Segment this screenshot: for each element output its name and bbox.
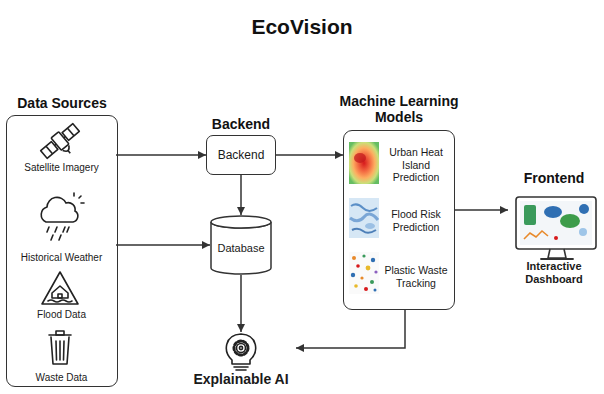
database-cylinder: Database xyxy=(210,215,272,275)
node-label: Explainable AI xyxy=(193,371,288,388)
model-item: Flood Risk Prediction xyxy=(380,195,452,247)
connector-arrow xyxy=(240,275,242,332)
node-label: Waste Data xyxy=(36,372,88,384)
process-box: BackendBackend xyxy=(206,135,276,175)
flood-map-thumbnail xyxy=(349,198,379,238)
group-panel: Machine Learning ModelsUrban Heat Island… xyxy=(343,130,455,310)
frontend-node: FrontendInteractive Dashboard xyxy=(508,190,600,288)
node-label: Database xyxy=(217,234,264,255)
flood-icon xyxy=(42,272,78,304)
explainable-ai-node: Explainable AI xyxy=(186,332,296,390)
group-heading: Machine Learning Models xyxy=(332,93,467,125)
connector-arrow xyxy=(455,209,508,211)
node-label: Urban Heat Island Prediction xyxy=(380,146,452,184)
dashboard-monitor-icon xyxy=(516,197,596,259)
model-item: Plastic Waste Tracking xyxy=(380,249,452,305)
data-source-item: Satellite Imagery xyxy=(7,121,116,176)
connector-arrow xyxy=(116,154,206,156)
connector-arrow xyxy=(276,154,343,156)
group-heading: Data Sources xyxy=(0,95,127,111)
node-label: Flood Data xyxy=(37,309,86,321)
connector-arrow xyxy=(296,310,405,348)
node-label: Backend xyxy=(218,148,265,162)
node-label: Interactive Dashboard xyxy=(512,260,596,286)
connector-arrow xyxy=(240,175,242,215)
cylinder-top xyxy=(211,216,271,228)
satellite-icon xyxy=(39,121,87,166)
trash-icon xyxy=(49,331,71,364)
data-source-item: Historical Weather xyxy=(7,184,116,266)
weather-icon xyxy=(41,193,84,240)
group-panel: Data SourcesSatellite ImageryHistorical … xyxy=(6,115,118,387)
data-source-item: Waste Data xyxy=(7,328,116,386)
model-item: Urban Heat Island Prediction xyxy=(380,137,452,193)
node-label: Satellite Imagery xyxy=(24,162,98,174)
node-label: Plastic Waste Tracking xyxy=(380,264,452,289)
plastic-dots-thumbnail xyxy=(349,252,379,294)
diagram-title: EcoVision xyxy=(0,14,604,40)
group-heading: Backend xyxy=(196,116,286,132)
heat-map-thumbnail xyxy=(349,142,379,184)
node-label: Historical Weather xyxy=(21,252,103,264)
group-heading: Frontend xyxy=(508,170,600,186)
data-source-item: Flood Data xyxy=(7,268,116,323)
lightbulb-icon xyxy=(226,334,255,370)
cylinder-body xyxy=(211,222,271,274)
node-label: Flood Risk Prediction xyxy=(380,208,452,233)
connector-arrow xyxy=(116,244,210,246)
